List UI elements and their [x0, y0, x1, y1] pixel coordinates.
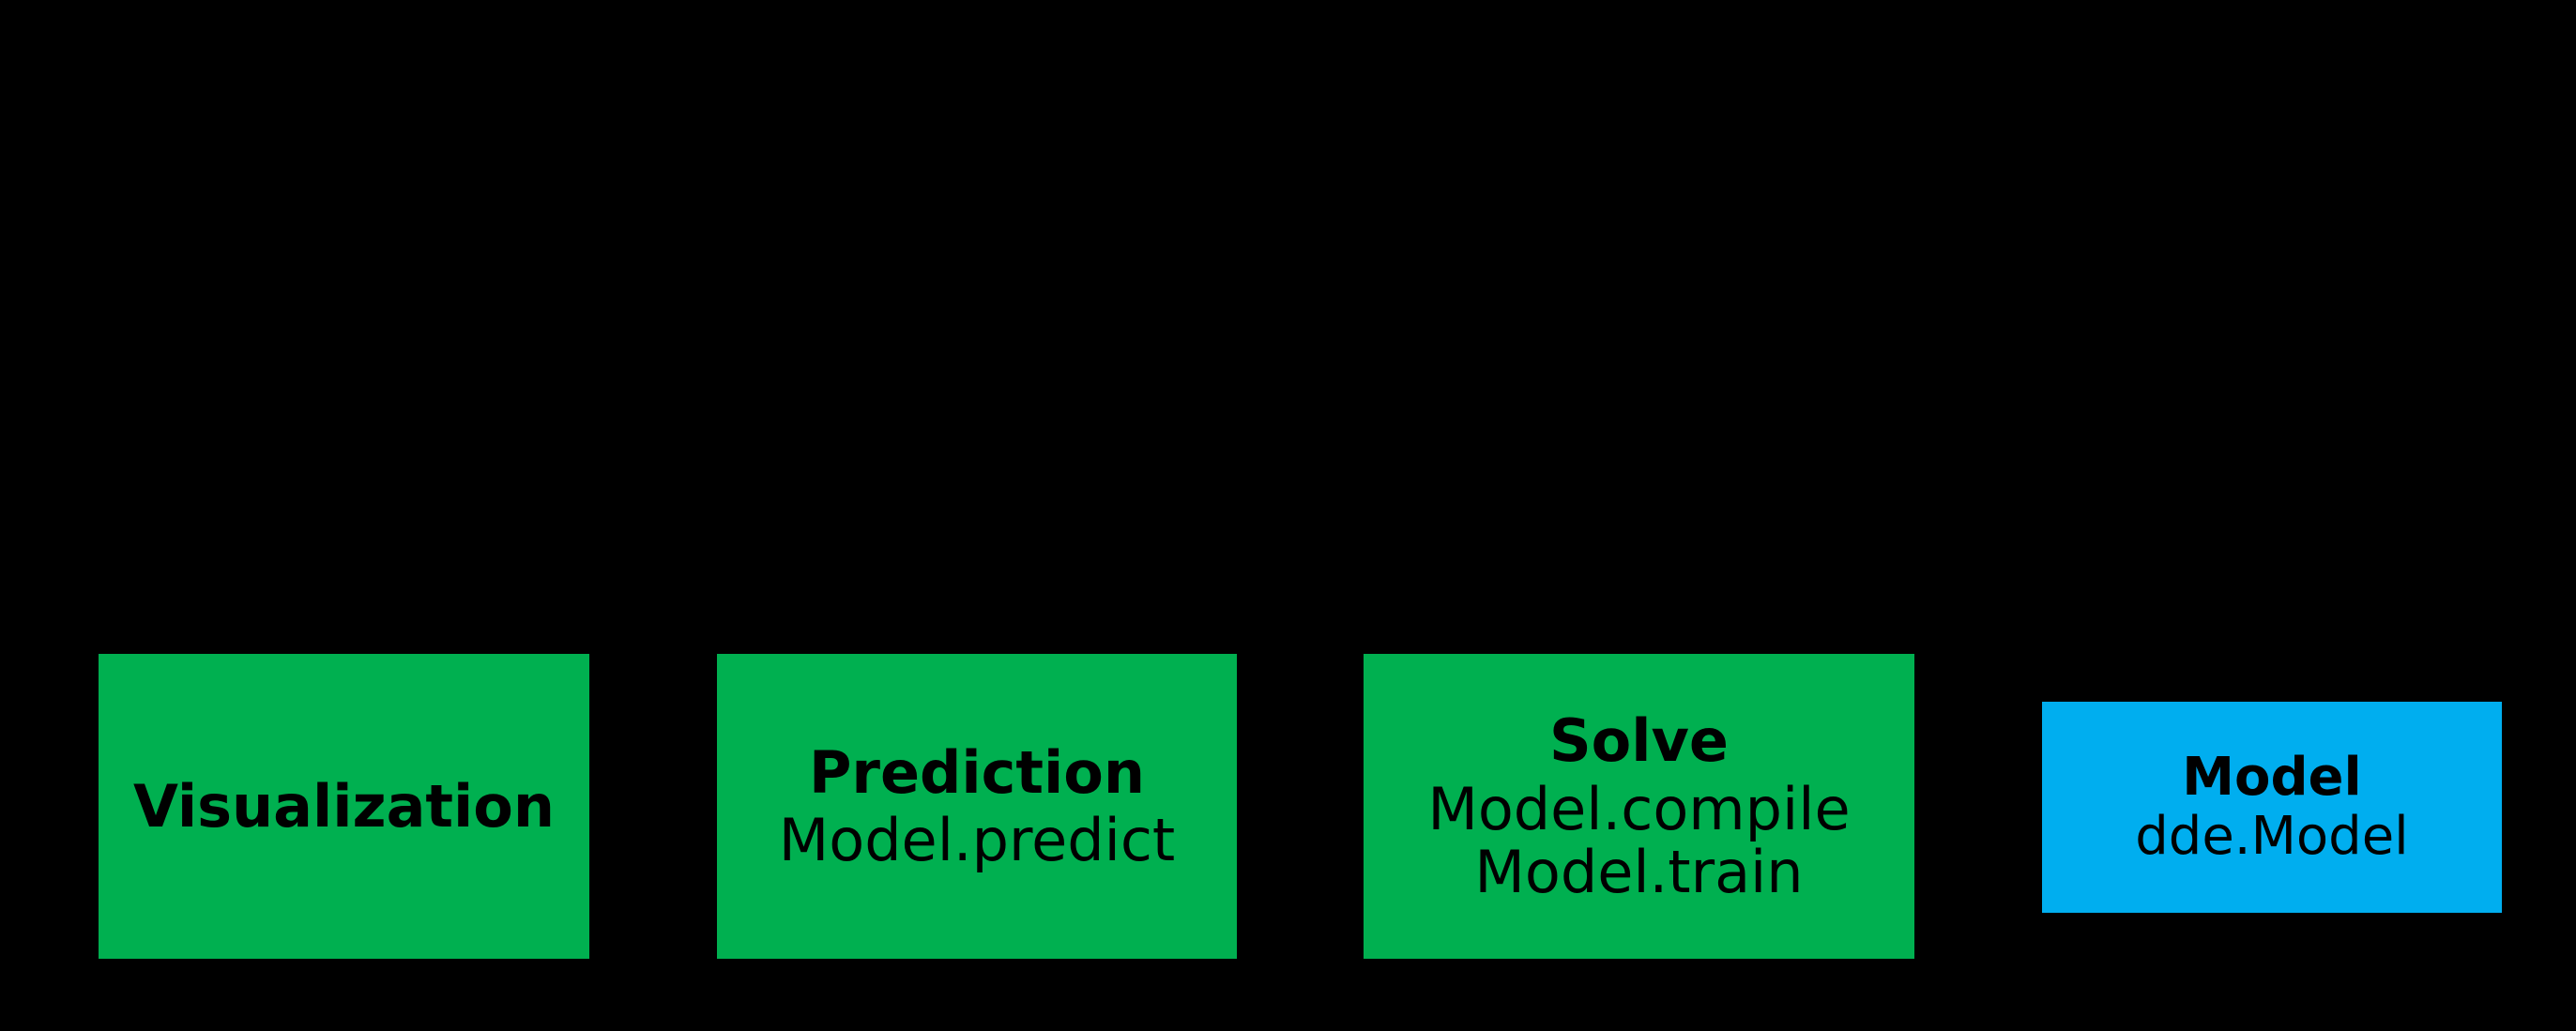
node-prediction-method-predict: Model.predict — [778, 805, 1176, 874]
node-solve-method-train: Model.train — [1474, 838, 1804, 907]
node-solve-title: Solve — [1549, 705, 1729, 775]
node-solve-method-compile: Model.compile — [1427, 774, 1851, 843]
node-prediction-title: Prediction — [808, 738, 1146, 808]
node-visualization[interactable]: Visualization — [99, 654, 589, 959]
node-model[interactable]: Model dde.Model — [2042, 702, 2502, 913]
node-visualization-title: Visualization — [132, 771, 556, 841]
node-solve[interactable]: Solve Model.compile Model.train — [1364, 654, 1914, 959]
node-prediction[interactable]: Prediction Model.predict — [717, 654, 1237, 959]
node-model-title: Model — [2182, 746, 2362, 808]
node-model-class-dde-model: dde.Model — [2135, 805, 2409, 867]
